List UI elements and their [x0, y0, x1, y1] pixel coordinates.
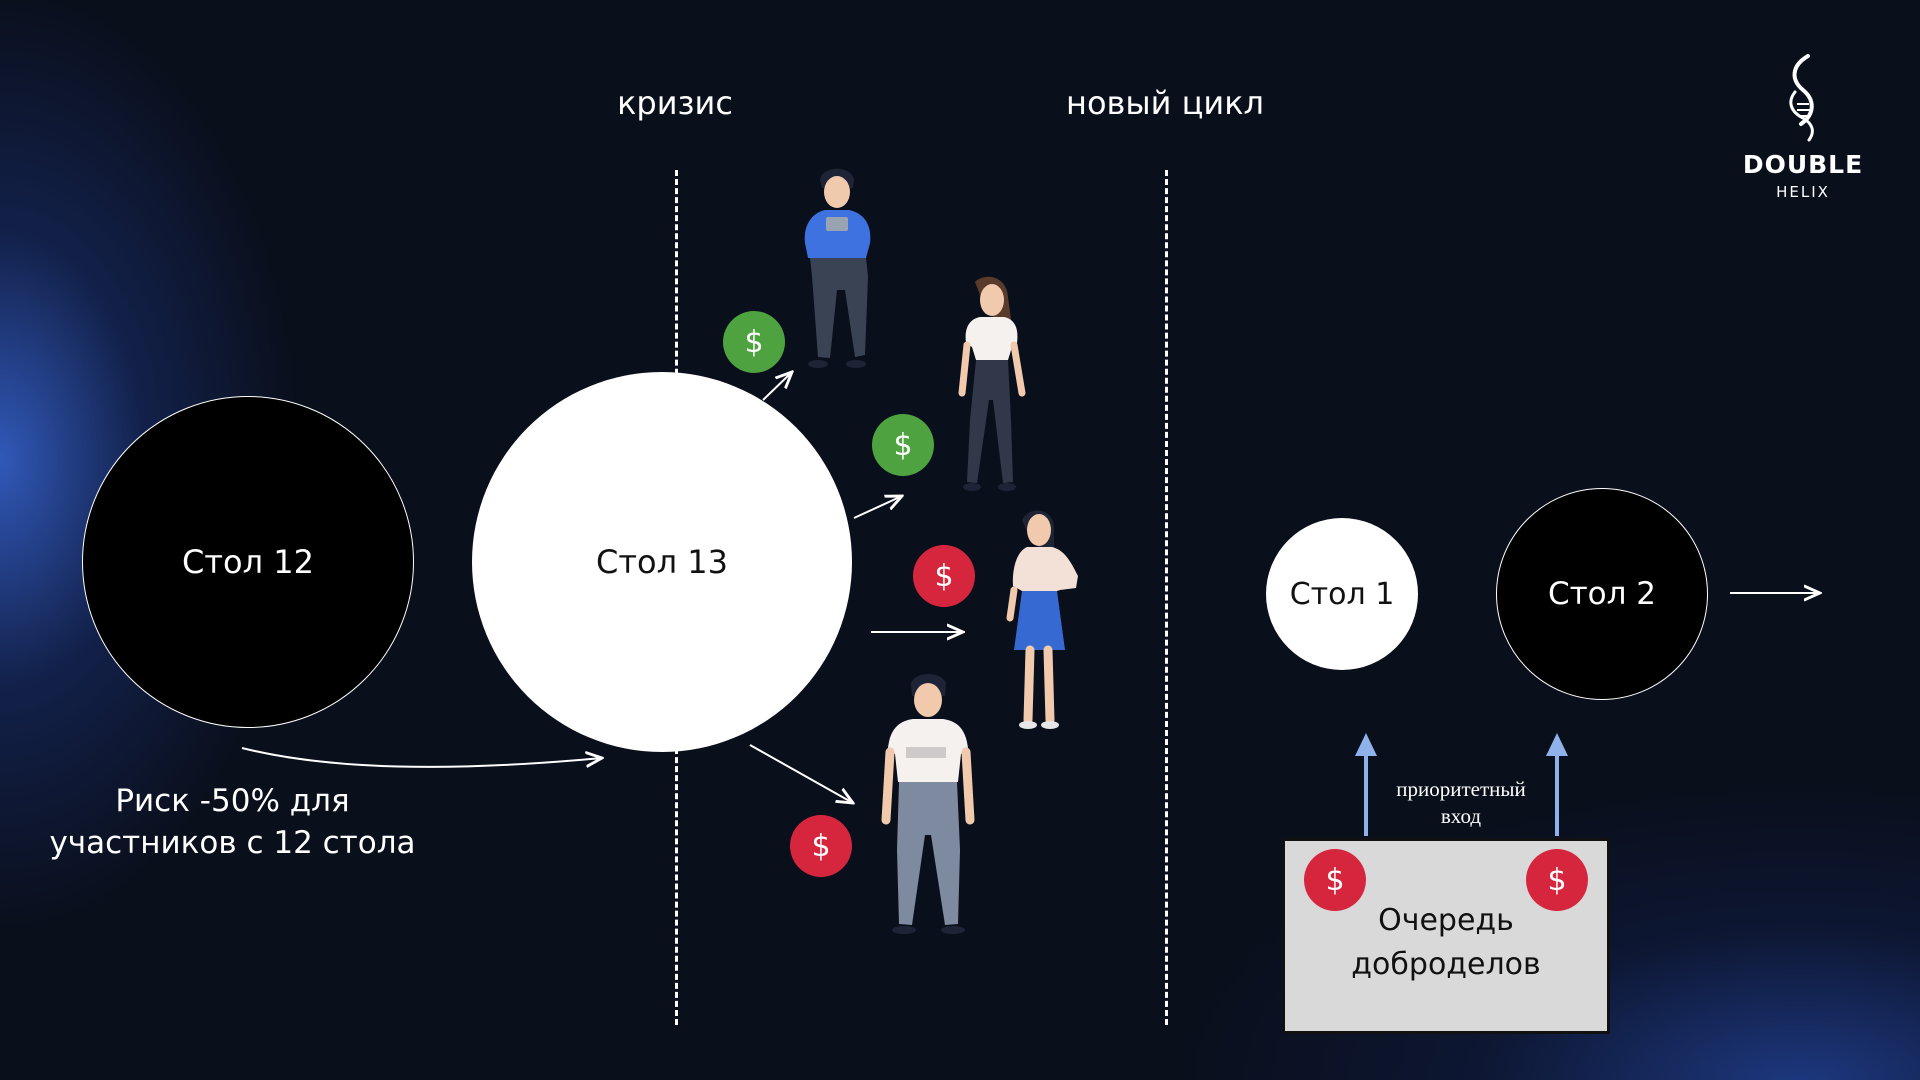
- queue-label-line2: доброделов: [1351, 947, 1541, 982]
- logo-wordmark: DOUBLE: [1742, 150, 1864, 179]
- new-cycle-divider: [1165, 170, 1168, 1025]
- logo-subtitle: HELIX: [1776, 183, 1830, 201]
- table-2-label: Стол 2: [1547, 576, 1657, 612]
- table-12-label: Стол 12: [182, 543, 314, 581]
- priority-arrow-right: [1546, 733, 1568, 836]
- risk-note: Риск -50% для участников с 12 стола: [30, 780, 435, 864]
- queue-label-line1: Очередь: [1378, 903, 1514, 938]
- risk-note-line1: Риск -50% для: [115, 783, 350, 819]
- helix-logo-icon: [1789, 54, 1814, 142]
- person-2-figure: [958, 276, 1026, 491]
- table-2-circle: Стол 2: [1496, 488, 1708, 700]
- queue-coin-right: $: [1526, 849, 1588, 911]
- table-13-label: Стол 13: [596, 543, 728, 581]
- priority-entry-label: приоритетный вход: [1382, 776, 1540, 830]
- table-1-label: Стол 1: [1289, 576, 1395, 612]
- table-13-circle: Стол 13: [472, 372, 852, 752]
- priority-entry-line1: приоритетный: [1396, 777, 1526, 801]
- queue-box: Очередь доброделов: [1282, 838, 1610, 1034]
- arrow-to-person-2: [853, 496, 902, 519]
- person-1-figure: [804, 168, 871, 368]
- arrow-to-person-1: [762, 372, 792, 401]
- green-coin-2: $: [872, 414, 934, 476]
- crisis-label: кризис: [617, 84, 733, 122]
- arrow-12-to-13: [241, 747, 602, 767]
- red-coin-2: $: [790, 815, 852, 877]
- green-coin-1: $: [723, 311, 785, 373]
- queue-label: Очередь доброделов: [1285, 899, 1607, 987]
- new-cycle-label: новый цикл: [1066, 84, 1264, 122]
- person-4-figure: [881, 673, 975, 934]
- priority-arrow-left: [1355, 733, 1377, 836]
- arrow-to-person-4: [749, 744, 853, 803]
- table-1-circle: Стол 1: [1266, 518, 1418, 670]
- red-coin-1: $: [913, 545, 975, 607]
- risk-note-line2: участников с 12 стола: [49, 825, 416, 861]
- person-3-figure: [1006, 510, 1078, 729]
- queue-coin-left: $: [1304, 849, 1366, 911]
- table-12-circle: Стол 12: [82, 396, 414, 728]
- priority-entry-line2: вход: [1440, 804, 1482, 828]
